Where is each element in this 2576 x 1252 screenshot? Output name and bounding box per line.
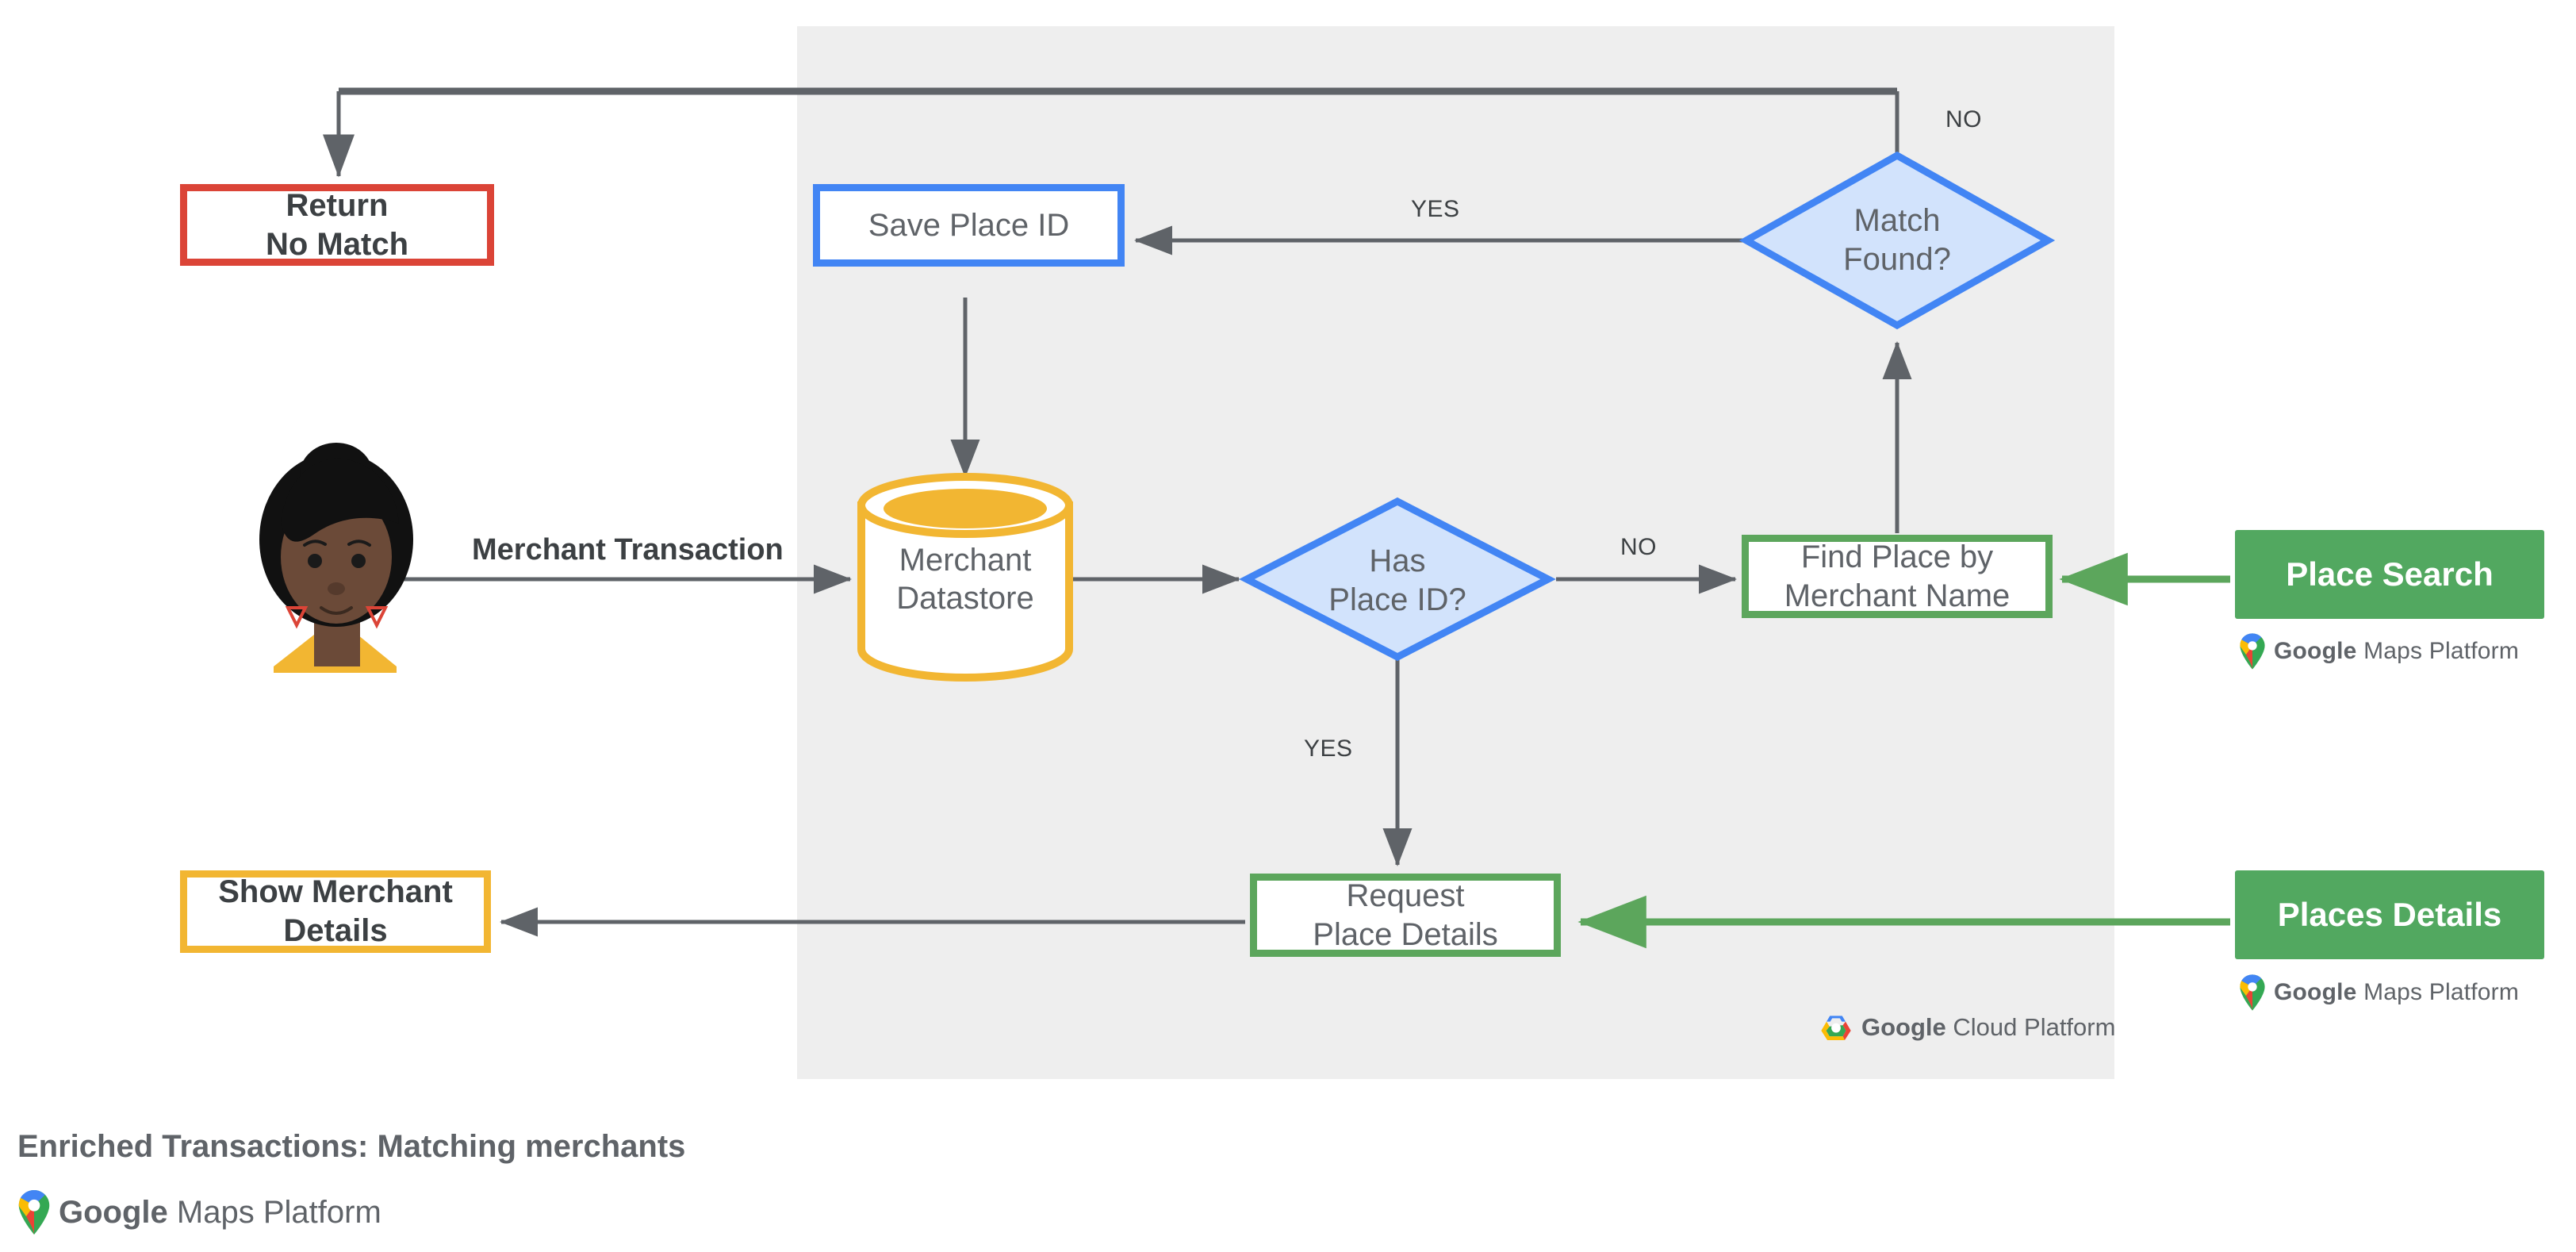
node-request-place-details[interactable]: Request Place Details [1250,874,1561,957]
gcp-label-panel: Google Cloud Platform [1861,1013,2115,1042]
gmp-lockup-places-details: Google Maps Platform [2239,974,2519,1011]
node-return-no-match[interactable]: Return No Match [180,184,494,266]
show-merchant-details-line2: Details [283,913,388,948]
find-place-line2: Merchant Name [1784,578,2011,613]
google-maps-pin-icon [2240,633,2265,670]
node-show-merchant-details[interactable]: Show Merchant Details [180,870,491,953]
google-maps-pin-icon [18,1190,50,1235]
node-save-place-id[interactable]: Save Place ID [813,184,1125,267]
show-merchant-details-label: Show Merchant Details [218,873,453,951]
place-search-label: Place Search [2286,555,2494,593]
gcp-rest-words: Cloud Platform [1953,1013,2116,1041]
gmp-label-caption: Google Maps Platform [59,1195,381,1231]
match-found-diamond[interactable] [1738,151,2056,330]
save-place-id-label: Save Place ID [868,207,1070,243]
gmp-lockup-caption: Google Maps Platform [17,1190,381,1235]
has-place-id-diamond[interactable] [1239,497,1556,662]
gmp-label-places-details: Google Maps Platform [2274,979,2519,1006]
gcp-lockup-panel: Google Cloud Platform [1820,1013,2115,1042]
return-no-match-label: Return No Match [266,186,408,264]
edge-label-has-place-id-yes: YES [1304,735,1353,762]
diagram-caption: Enriched Transactions: Matching merchant… [17,1129,686,1164]
gcp-google-word: Google [1861,1013,1946,1041]
return-no-match-line2: No Match [266,226,408,262]
show-merchant-details-line1: Show Merchant [218,874,453,910]
google-cloud-hexagon-icon [1821,1016,1851,1040]
find-place-line1: Find Place by [1800,539,1994,574]
request-place-details-label: Request Place Details [1313,877,1497,954]
edge-label-has-place-id-no: NO [1620,534,1657,560]
find-place-label: Find Place by Merchant Name [1784,538,2011,616]
node-places-details[interactable]: Places Details [2235,870,2544,959]
edge-label-match-found-no: NO [1945,106,1982,132]
merchant-datastore-cylinder[interactable] [857,473,1073,682]
request-place-details-line1: Request [1346,878,1465,913]
gmp-google-word: Google [59,1194,168,1230]
edge-label-match-found-yes: YES [1411,196,1460,222]
request-place-details-line2: Place Details [1313,916,1498,952]
gmp-lockup-place-search: Google Maps Platform [2239,633,2519,670]
node-find-place-by-merchant-name[interactable]: Find Place by Merchant Name [1742,535,2053,618]
gmp-rest-words: Maps Platform [2363,979,2520,1005]
edge-label-merchant-transaction: Merchant Transaction [472,533,784,566]
gmp-rest-words: Maps Platform [176,1194,381,1230]
google-maps-pin-icon [2240,974,2265,1011]
places-details-label: Places Details [2277,896,2502,934]
node-place-search[interactable]: Place Search [2235,530,2544,619]
gmp-rest-words: Maps Platform [2363,638,2520,664]
merchant-customer-avatar [259,443,413,673]
gmp-google-word: Google [2274,979,2357,1005]
gmp-google-word: Google [2274,638,2357,664]
return-no-match-line1: Return [286,187,389,223]
gmp-label-place-search: Google Maps Platform [2274,638,2519,665]
